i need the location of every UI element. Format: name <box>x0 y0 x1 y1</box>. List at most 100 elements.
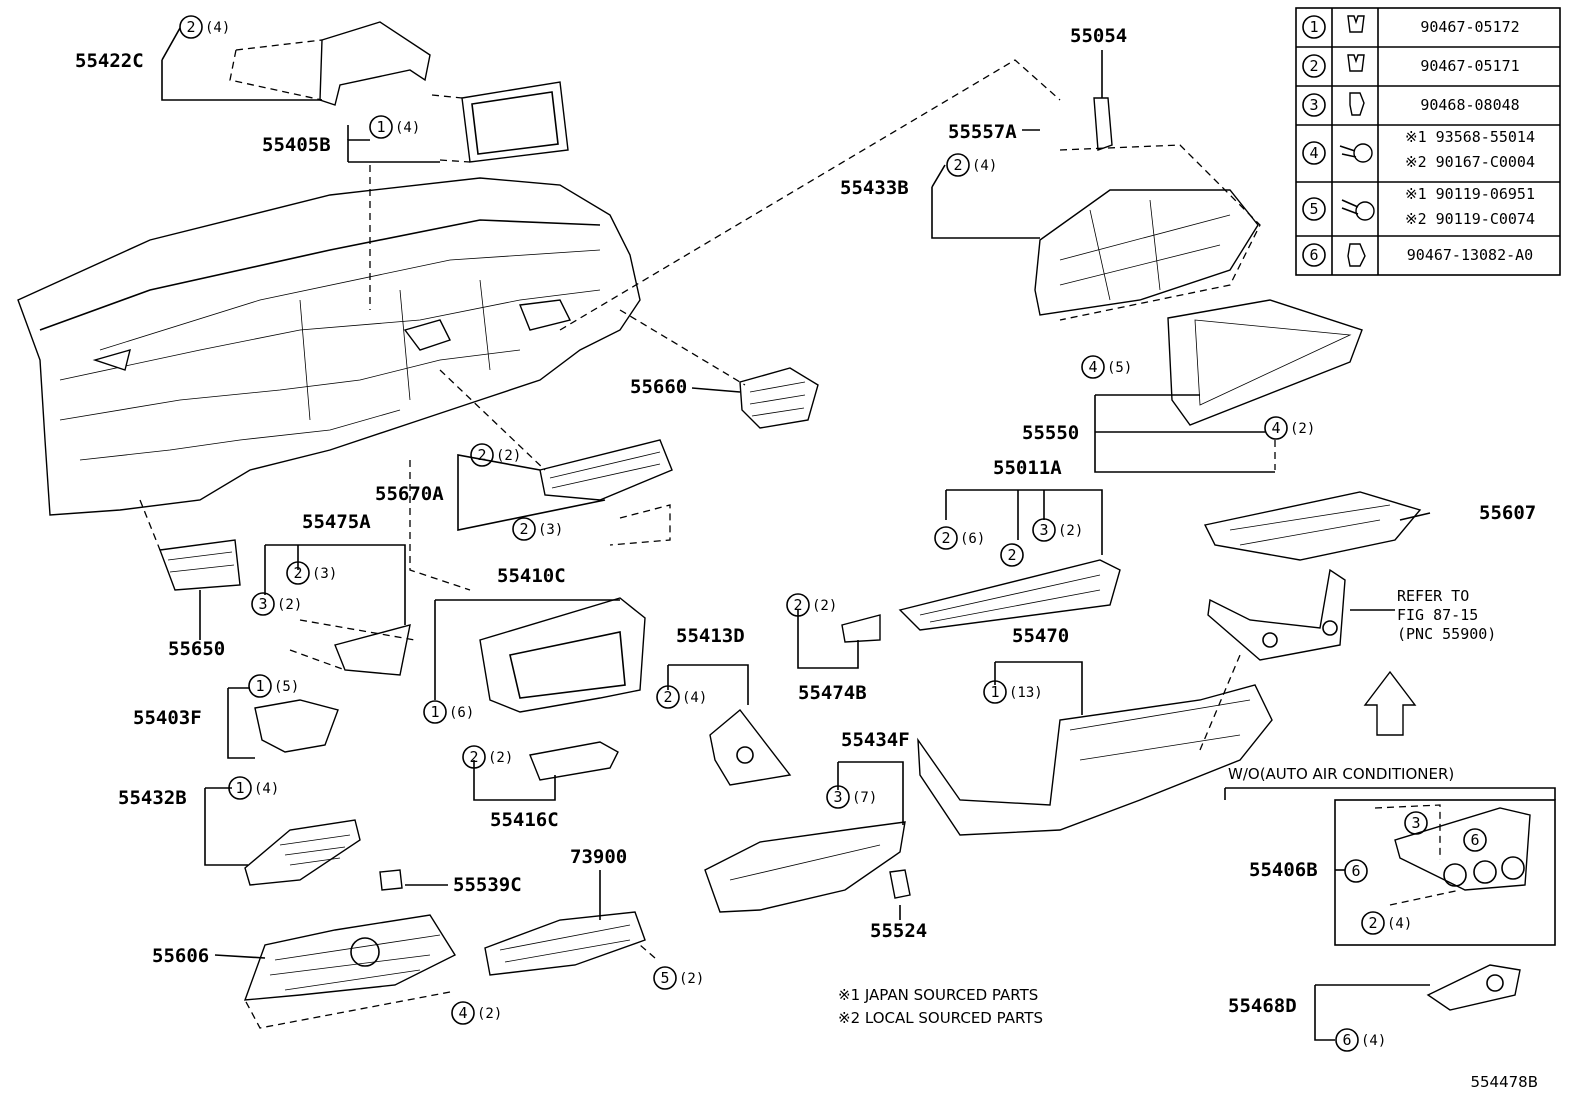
callout-quantity: (6) <box>449 705 474 721</box>
callout: 1 (4) <box>228 776 279 800</box>
table-part-number: ※1 90119-06951 <box>1405 185 1535 203</box>
callout: 2(6) <box>934 526 985 550</box>
table-part-number: ※2 90167-C0004 <box>1405 153 1535 171</box>
part-label: 55524 <box>870 920 927 942</box>
callout: 2(2) <box>786 593 837 617</box>
part-label: 55670A <box>375 483 444 505</box>
callout-number: 1 <box>255 677 264 695</box>
table-row: 1 90467-05172 <box>1302 15 1520 39</box>
table-row: 6 90467-13082-A0 <box>1302 243 1533 267</box>
callout: 4(2) <box>1264 416 1315 440</box>
callout-number: 4 <box>458 1004 467 1022</box>
callout-quantity: (2) <box>477 1006 502 1022</box>
clip-55524-drawing <box>889 869 911 899</box>
callout: 6(4) <box>1335 1028 1386 1052</box>
callout: 2 (2) <box>462 745 513 769</box>
table-part-number: 90467-13082-A0 <box>1407 246 1533 264</box>
screw-icon <box>1339 143 1373 163</box>
cluster-hood-55410C-drawing <box>479 597 646 713</box>
part-label: 55557A <box>948 121 1017 143</box>
callout-number: 1 <box>430 703 439 721</box>
callout-quantity: (2) <box>277 597 302 613</box>
callout: 3(2) <box>251 592 302 616</box>
part-label: 55660 <box>630 376 687 398</box>
callout-quantity: (2) <box>488 750 513 766</box>
part-label: 55416C <box>490 809 559 831</box>
callout: 1 (6) <box>423 700 474 724</box>
switch-55474B-drawing <box>841 614 881 643</box>
callout-quantity: (13) <box>1009 685 1043 701</box>
clip-icon <box>1347 243 1366 267</box>
callout-quantity: (6) <box>960 531 985 547</box>
callout-quantity: (3) <box>312 566 337 582</box>
table-part-number: 90467-05172 <box>1420 18 1519 36</box>
callout: 4 (2) <box>451 1001 502 1025</box>
table-row-number: 5 <box>1309 200 1318 218</box>
notes: REFER TO FIG 87-15 (PNC 55900) W/O(AUTO … <box>838 587 1538 1091</box>
bracket-55422C-drawing <box>319 21 431 106</box>
table-part-number: ※2 90119-C0074 <box>1405 210 1535 228</box>
callout: 2 (4) <box>1361 911 1412 935</box>
callout-quantity: (4) <box>1387 916 1412 932</box>
part-label: 55011A <box>993 457 1062 479</box>
callout-number: 3 <box>833 788 842 806</box>
callout: 1(4) <box>369 115 420 139</box>
part-drawings <box>159 21 1531 1011</box>
callout-number: 2 <box>519 520 528 538</box>
table-row: 2 90467-05171 <box>1302 54 1520 78</box>
damper-55054-drawing <box>1093 97 1113 151</box>
callout-number: 1 <box>990 683 999 701</box>
panel-55434F-drawing <box>704 821 906 913</box>
callout-quantity: (5) <box>274 679 299 695</box>
callout-number: 1 <box>235 779 244 797</box>
callout-number: 6 <box>1351 862 1360 880</box>
cover-55416C-drawing <box>529 741 619 781</box>
clip-icon <box>1347 54 1365 72</box>
part-label: 55539C <box>453 874 522 896</box>
table-row-number: 3 <box>1309 96 1318 114</box>
bolt-icon <box>1341 199 1375 221</box>
dashboard-frame-drawing <box>17 177 641 516</box>
callout-number: 2 <box>663 688 672 706</box>
callout: 5(2) <box>653 966 704 990</box>
callout-number: 4 <box>1271 419 1280 437</box>
callout-number: 6 <box>1470 831 1479 849</box>
table-row-number: 1 <box>1309 18 1318 36</box>
callout: 2 (3) <box>286 561 337 585</box>
console-panel-55470-drawing <box>917 684 1273 836</box>
refer-line: REFER TO <box>1397 587 1469 605</box>
callout: 2(4) <box>179 15 230 39</box>
callout-number: 1 <box>376 118 385 136</box>
callout: 2 (4) <box>656 685 707 709</box>
callout-number: 2 <box>469 748 478 766</box>
callout-number: 4 <box>1088 358 1097 376</box>
callout-quantity: (3) <box>538 522 563 538</box>
callout-number: 2 <box>293 564 302 582</box>
part-label: 55607 <box>1479 502 1536 524</box>
callout-number: 3 <box>1411 814 1420 832</box>
callout: 1 (13) <box>983 680 1043 704</box>
part-label: 55474B <box>798 682 867 704</box>
callout-quantity: (2) <box>679 971 704 987</box>
part-label: 55433B <box>840 177 909 199</box>
callout: 6 <box>1463 828 1487 852</box>
side-vent-55650-drawing <box>159 539 241 591</box>
callout: 2 <box>1000 543 1024 567</box>
table-row: 3 90468-08048 <box>1302 92 1520 117</box>
fastener-table: 1 90467-05172 2 90467-05171 3 90468-0804… <box>1295 7 1561 276</box>
callout-quantity: (4) <box>254 781 279 797</box>
part-label: 55406B <box>1249 859 1318 881</box>
callout-quantity: (4) <box>682 690 707 706</box>
refer-line: (PNC 55900) <box>1397 625 1496 643</box>
callout-number: 2 <box>186 18 195 36</box>
callout-number: 2 <box>1007 546 1016 564</box>
callout-number: 2 <box>953 156 962 174</box>
diagram-id: 554478B <box>1470 1073 1538 1091</box>
callout-number: 2 <box>1368 914 1377 932</box>
assembly-lines <box>139 39 1461 1029</box>
variant-label: W/O(AUTO AIR CONDITIONER) <box>1228 765 1454 783</box>
callout-number: 2 <box>477 446 486 464</box>
callout-quantity: (7) <box>852 790 877 806</box>
refer-line: FIG 87-15 <box>1397 606 1478 624</box>
